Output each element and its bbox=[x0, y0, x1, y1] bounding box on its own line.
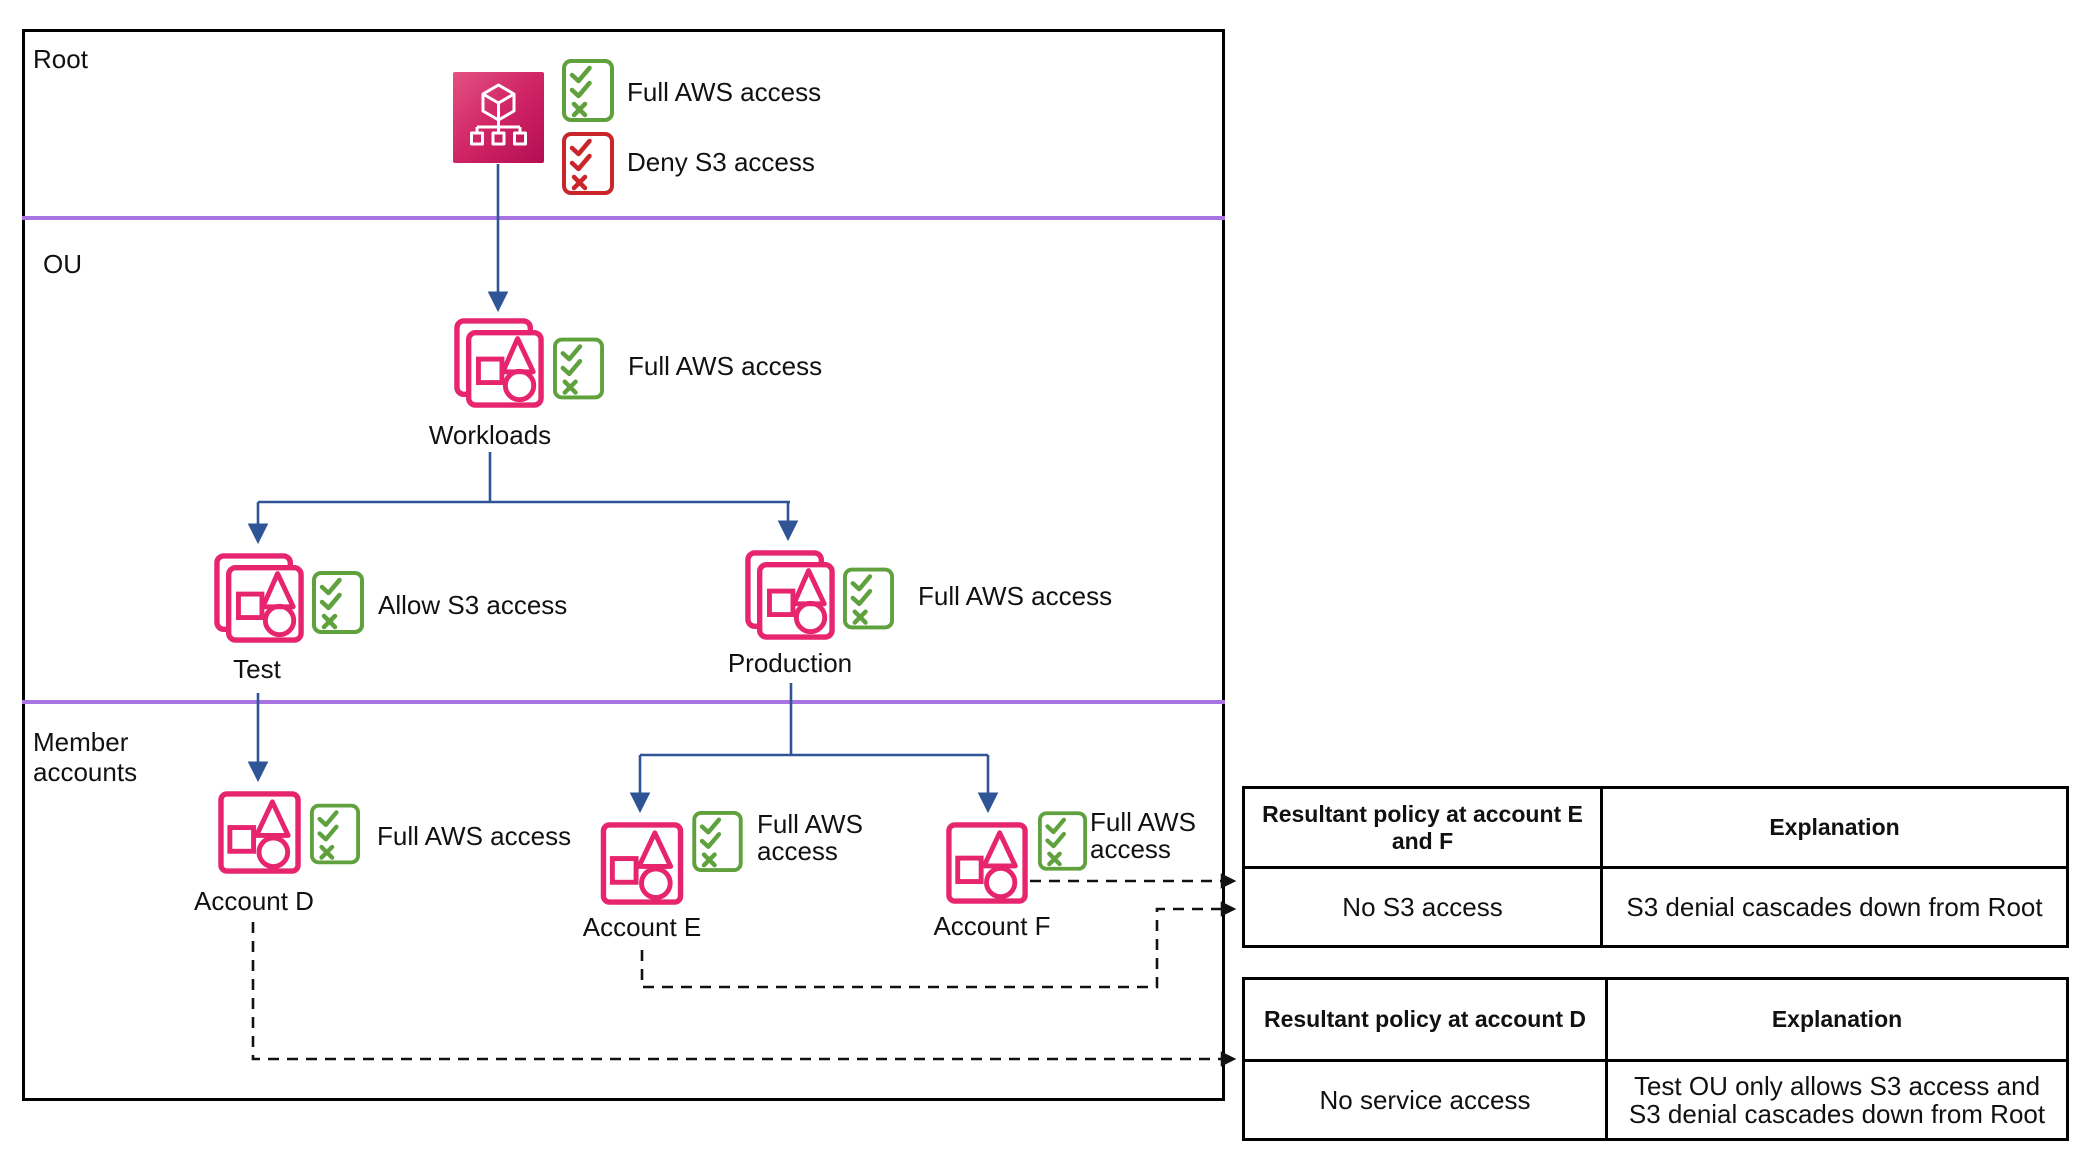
aws-account-icon bbox=[945, 822, 1029, 904]
policy-checklist-allow-icon bbox=[843, 567, 894, 630]
policy-label: Full AWS access bbox=[757, 809, 863, 866]
aws-account-icon bbox=[600, 822, 684, 905]
table-cell-explanation-ef: S3 denial cascades down from Root bbox=[1600, 866, 2066, 945]
policy-label: Full AWS access bbox=[918, 581, 1113, 611]
policy-checklist-allow-icon bbox=[692, 811, 743, 872]
table-header-explanation: Explanation bbox=[1600, 789, 2066, 866]
node-label-workloads: Workloads bbox=[428, 420, 552, 450]
organizational-unit-icon bbox=[745, 550, 835, 640]
policy-label: Full AWS access bbox=[627, 77, 822, 107]
node-label-test: Test bbox=[233, 654, 281, 684]
policy-checklist-allow-icon bbox=[310, 803, 360, 865]
table-header-resultant-ef: Resultant policy at account E and F bbox=[1262, 800, 1583, 854]
node-label-production: Production bbox=[727, 648, 853, 678]
node-label-account-f: Account F bbox=[933, 911, 1051, 941]
policy-label: Allow S3 access bbox=[378, 590, 568, 620]
section-label-ou: OU bbox=[43, 249, 82, 279]
table-header-explanation: Explanation bbox=[1605, 980, 2066, 1059]
policy-checklist-allow-icon bbox=[562, 59, 614, 122]
aws-organizations-icon bbox=[453, 72, 544, 163]
policy-label: Deny S3 access bbox=[627, 147, 815, 177]
section-label-member-accounts: Member accounts bbox=[33, 727, 138, 787]
table-cell-policy-ef: No S3 access bbox=[1245, 866, 1600, 945]
policy-checklist-allow-icon bbox=[1038, 810, 1087, 872]
organizational-unit-icon bbox=[214, 553, 304, 643]
section-divider-ou-member bbox=[22, 700, 1225, 704]
policy-label: Full AWS access bbox=[1090, 807, 1196, 864]
section-divider-root-ou bbox=[22, 216, 1225, 220]
organizational-unit-icon bbox=[454, 318, 544, 408]
node-label-account-e: Account E bbox=[582, 912, 702, 942]
resultant-policy-table-ef: Resultant policy at account E and F Expl… bbox=[1242, 786, 2069, 948]
policy-checklist-allow-icon bbox=[312, 571, 364, 634]
table-header-resultant-d: Resultant policy at account D bbox=[1263, 1006, 1587, 1032]
resultant-policy-table-d: Resultant policy at account D Explanatio… bbox=[1242, 977, 2069, 1141]
table-cell-policy-d: No service access bbox=[1245, 1059, 1605, 1138]
policy-label: Full AWS access bbox=[377, 821, 572, 851]
policy-label: Full AWS access bbox=[628, 351, 823, 381]
policy-checklist-deny-icon bbox=[562, 132, 614, 195]
node-label-account-d: Account D bbox=[194, 886, 314, 916]
aws-account-icon bbox=[218, 791, 301, 874]
table-cell-explanation-d: Test OU only allows S3 access and S3 den… bbox=[1605, 1059, 2066, 1138]
policy-checklist-allow-icon bbox=[553, 337, 604, 400]
section-label-root: Root bbox=[33, 44, 88, 74]
